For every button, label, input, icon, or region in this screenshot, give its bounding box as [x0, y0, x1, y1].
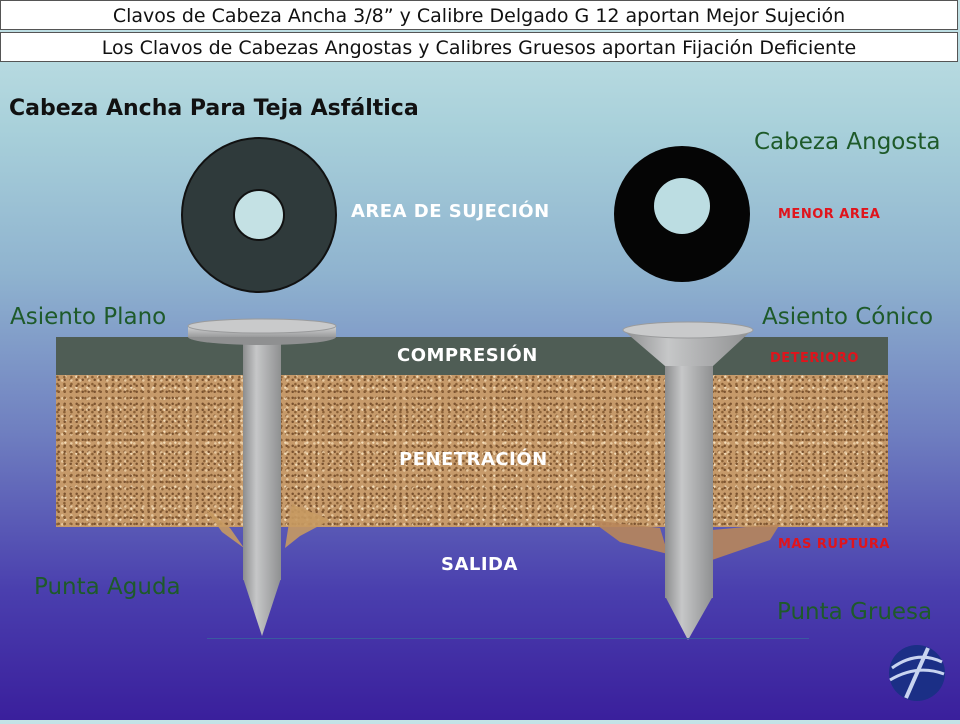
wide-head-title: Cabeza Ancha Para Teja Asfáltica — [9, 96, 419, 121]
banner-poor-fixing: Los Clavos de Cabezas Angostas y Calibre… — [0, 32, 958, 62]
transaco-logo — [876, 640, 958, 720]
holding-area-label: AREA DE SUJECIÓN — [351, 201, 550, 222]
deterioration-note: DETERIORO — [770, 351, 859, 366]
exit-label: SALIDA — [441, 554, 518, 575]
less-area-note: MENOR AREA — [778, 207, 881, 222]
base-line — [207, 638, 809, 639]
logo-globe-icon — [889, 645, 945, 701]
thick-tip-label: Punta Gruesa — [777, 599, 933, 625]
banner-best-grip: Clavos de Cabeza Ancha 3/8” y Calibre De… — [0, 0, 958, 30]
left-nail-flat-seat — [187, 318, 337, 636]
wide-head-top-view — [181, 137, 337, 293]
penetration-label: PENETRACIÓN — [399, 449, 548, 470]
shingle-penetration-layer — [56, 375, 888, 527]
more-rupture-note: MAS RUPTURA — [778, 537, 890, 552]
shingle-compression-layer — [56, 337, 888, 375]
narrow-head-label: Cabeza Angosta — [754, 129, 941, 155]
right-nail-conical-seat — [622, 321, 754, 640]
left-exit-fragments — [205, 504, 330, 548]
compression-label: COMPRESIÓN — [397, 345, 538, 366]
conical-seat-label: Asiento Cónico — [762, 304, 934, 330]
narrow-head-top-view — [614, 146, 750, 282]
flat-seat-label: Asiento Plano — [10, 304, 167, 330]
sharp-tip-label: Punta Aguda — [34, 574, 181, 600]
right-exit-fragments — [590, 520, 780, 560]
